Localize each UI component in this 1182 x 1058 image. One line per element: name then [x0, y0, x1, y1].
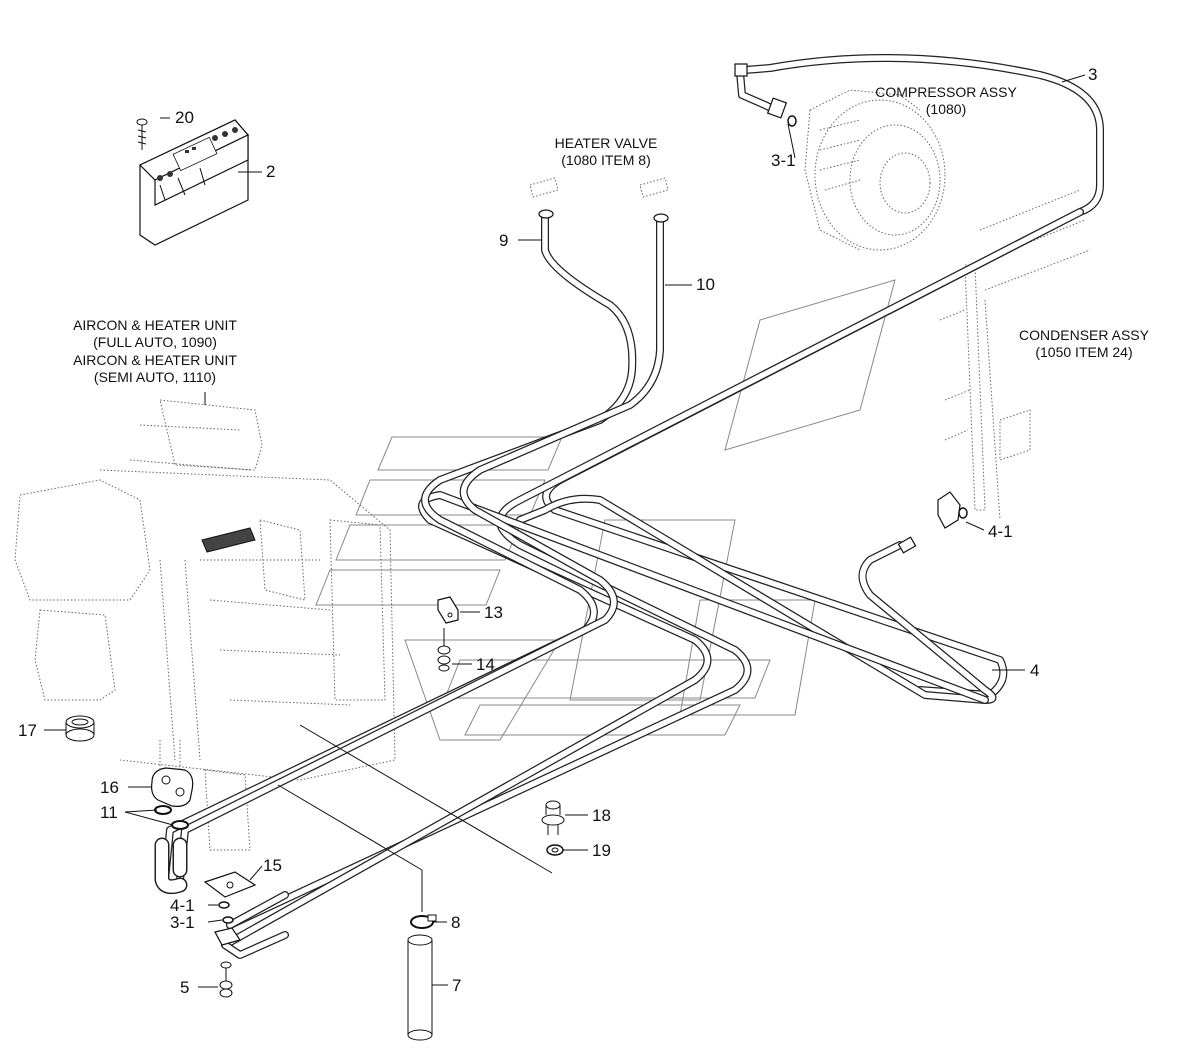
condenser-caption: CONDENSER ASSY — [1019, 327, 1150, 343]
callout-13: 13 — [484, 603, 503, 622]
compressor-fitting — [734, 63, 797, 127]
bracket-part-13 — [437, 596, 459, 624]
heater-hose-9-inner — [162, 212, 636, 883]
refrigerant-pipe-4-inner — [517, 496, 996, 703]
long-pipe-a-inner — [227, 209, 1083, 928]
callout-20: 20 — [175, 108, 194, 127]
heater-hose-10-inner — [177, 217, 663, 883]
aircon-full-caption: AIRCON & HEATER UNIT — [73, 317, 237, 333]
callout-9: 9 — [499, 231, 508, 250]
callout-10: 10 — [696, 275, 715, 294]
hose-9-end — [538, 209, 554, 219]
bolt-part-18 — [541, 800, 565, 835]
plate-part-15 — [203, 871, 257, 898]
bolt-part-14 — [437, 628, 451, 672]
grommet-part-17 — [65, 715, 95, 742]
condenser-caption-sub: (1050 ITEM 24) — [1035, 344, 1132, 360]
block-fitting-bottom — [214, 927, 241, 946]
long-pipe-a-outer — [226, 208, 1084, 929]
washer-part-19 — [546, 844, 564, 856]
callout-2: 2 — [266, 162, 275, 181]
o-ring-part-4-1-bottom — [218, 901, 230, 909]
compressor-caption: COMPRESSOR ASSY — [875, 84, 1017, 100]
callout-11: 11 — [100, 803, 118, 822]
plate-part-16 — [151, 740, 194, 807]
callout-18: 18 — [592, 806, 611, 825]
aircon-semi-caption-sub: (SEMI AUTO, 1110) — [94, 369, 216, 385]
bottom-pipe-b-inner — [222, 932, 288, 958]
heater-valve-caption: HEATER VALVE — [555, 135, 658, 151]
aircon-full-caption-sub: (FULL AUTO, 1090) — [93, 334, 217, 350]
callout-16: 16 — [100, 778, 119, 797]
callout-3-1-bottom: 3-1 — [170, 913, 195, 932]
compressor-caption-sub: (1080) — [926, 101, 966, 117]
bottom-pipe-a-inner — [227, 892, 288, 928]
unit-label-strip — [201, 527, 256, 553]
callout-4-1-bottom: 4-1 — [170, 896, 195, 915]
control-panel-part-2 — [138, 119, 249, 246]
bolt-part-5 — [219, 961, 233, 998]
aircon-heater-unit-drawing — [14, 399, 396, 851]
refrigerant-pipe-3-inner — [543, 55, 1103, 698]
callout-14: 14 — [476, 655, 495, 674]
aircon-semi-caption: AIRCON & HEATER UNIT — [73, 352, 237, 368]
drain-pipe-part-7 — [407, 934, 433, 1041]
screw-part-20 — [136, 118, 148, 150]
clamp-part-11 — [154, 805, 189, 830]
callout-3-1-top: 3-1 — [771, 151, 796, 170]
compressor-assy-drawing — [804, 89, 946, 251]
condenser-fitting — [897, 491, 968, 554]
callout-17: 17 — [18, 721, 37, 740]
heater-hose-9-outer — [161, 211, 637, 884]
callout-4: 4 — [1030, 661, 1039, 680]
lower-hose-left-inner — [156, 839, 186, 893]
heater-valve-caption-sub: (1080 ITEM 8) — [561, 152, 650, 168]
heater-valve-fittings — [529, 177, 669, 198]
callout-15: 15 — [263, 856, 282, 875]
callout-8: 8 — [451, 913, 460, 932]
clamp-part-8 — [410, 914, 437, 929]
hose-10-end — [653, 213, 669, 223]
callout-3: 3 — [1088, 65, 1097, 84]
callout-4-1-right: 4-1 — [988, 522, 1013, 541]
callout-19: 19 — [592, 841, 611, 860]
leader-lines — [44, 74, 1086, 988]
callout-5: 5 — [180, 978, 189, 997]
callout-7: 7 — [452, 976, 461, 995]
o-ring-part-3-1-bottom — [222, 916, 234, 924]
